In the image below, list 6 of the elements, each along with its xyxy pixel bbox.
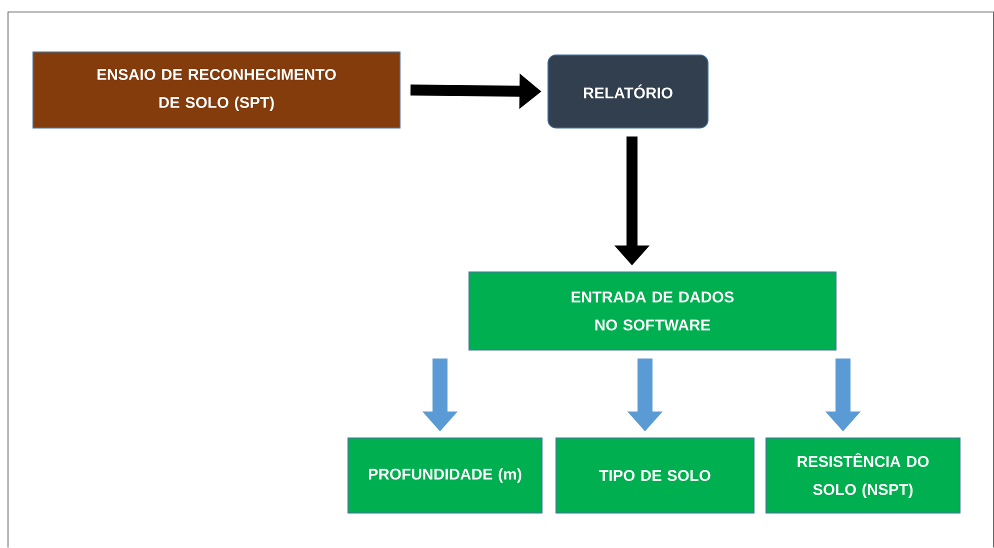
process-box: RELATÓRIO — [548, 54, 708, 128]
process-box: ENSAIO DE RECONHECIMENTO DE SOLO (SPT) — [32, 52, 400, 128]
process-box: ENTRADA DE DADOS NO SOFTWARE — [468, 272, 836, 350]
process-box: RESISTÊNCIA DO SOLO (NSPT) — [766, 438, 960, 514]
process-box: PROFUNDIDADE (m) — [348, 438, 542, 514]
process-box: TIPO DE SOLO — [556, 438, 754, 514]
